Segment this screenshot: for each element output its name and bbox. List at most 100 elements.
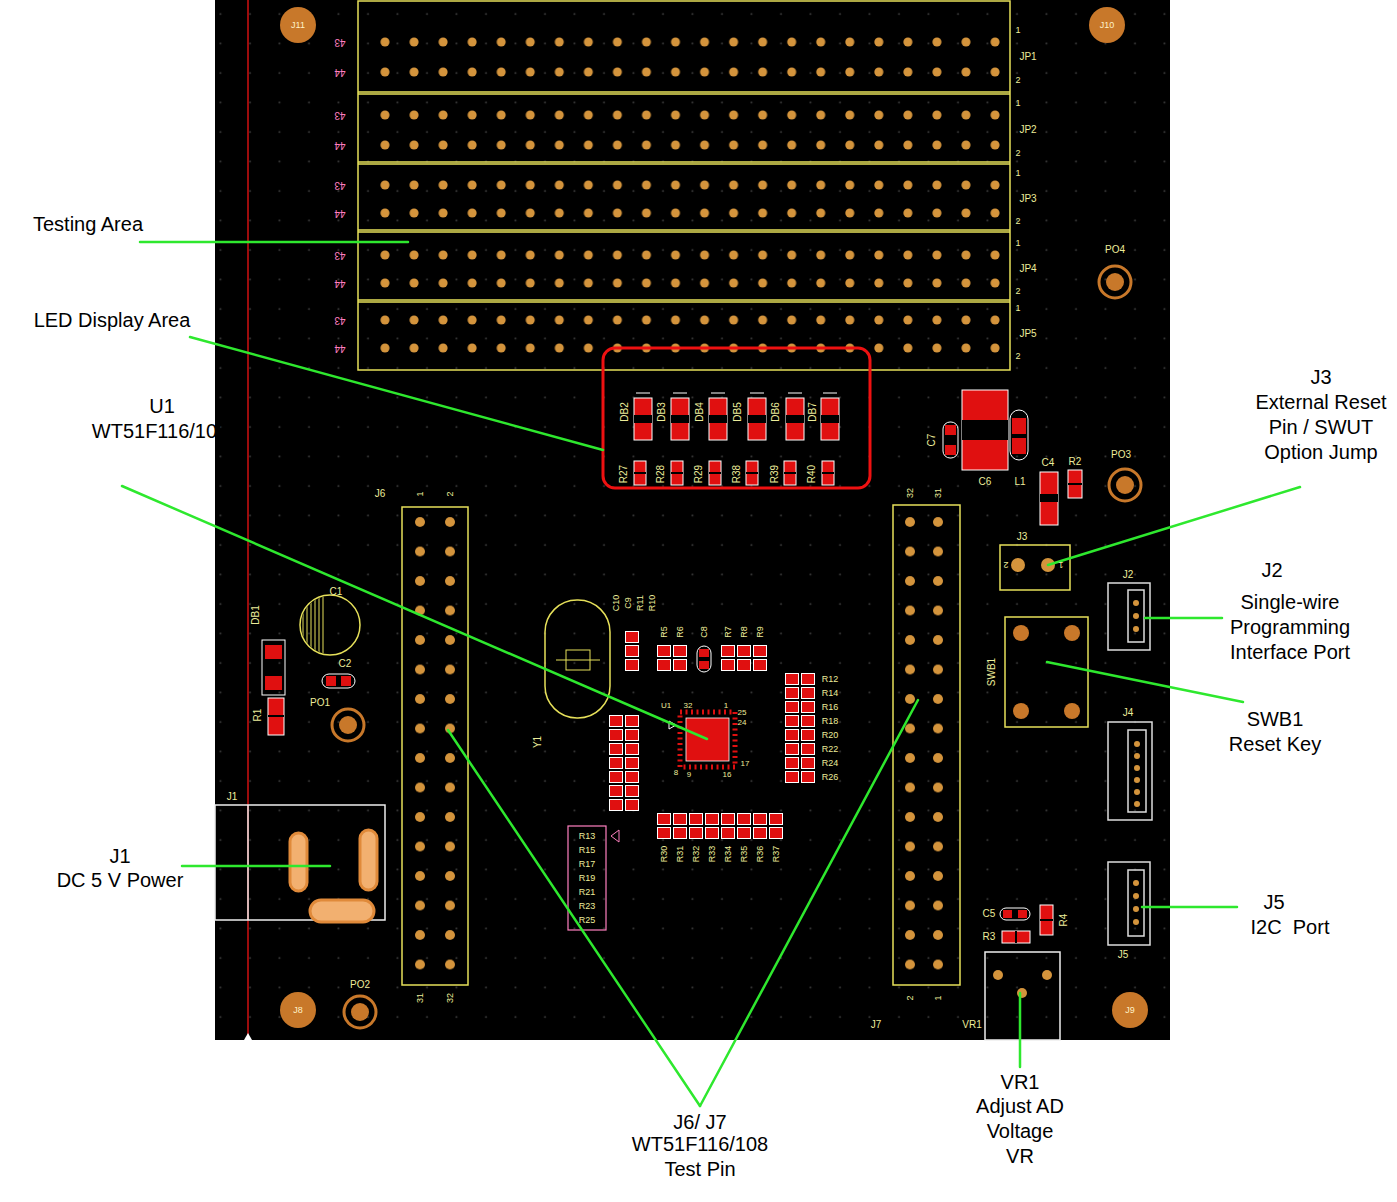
power-input-area-part bbox=[341, 676, 351, 686]
silkscreen-label: C5 bbox=[983, 908, 996, 920]
led-display-area-part bbox=[671, 472, 683, 474]
power-components-part bbox=[1068, 483, 1082, 485]
silkscreen-label: DB2 bbox=[619, 402, 631, 421]
silkscreen-label: R14 bbox=[822, 688, 839, 698]
silkscreen-label: R10 bbox=[647, 595, 657, 612]
callout-label: Adjust AD Voltage VR bbox=[970, 1094, 1070, 1169]
silkscreen-label: R20 bbox=[822, 730, 839, 740]
silkscreen-label: R38 bbox=[731, 465, 743, 483]
adc-components-part bbox=[1015, 931, 1017, 943]
silkscreen-label: R37 bbox=[771, 846, 781, 863]
silkscreen-label: JP2 bbox=[1019, 124, 1036, 136]
leader-line-part bbox=[1047, 662, 1243, 702]
silkscreen-label: J7 bbox=[871, 1019, 882, 1031]
test-pin-header-part bbox=[904, 507, 916, 979]
pcb-board bbox=[215, 0, 1170, 1040]
reset-switch-part bbox=[1005, 617, 1088, 727]
power-components-part bbox=[1012, 418, 1026, 434]
silkscreen-label: 1 bbox=[1015, 238, 1020, 248]
power-input-area-part bbox=[300, 595, 360, 655]
power-components-part bbox=[1012, 438, 1026, 454]
silkscreen-label: U1 bbox=[661, 701, 671, 710]
silkscreen-label: DB5 bbox=[732, 402, 744, 421]
silkscreen-label: C8 bbox=[699, 626, 709, 638]
power-input-area-part bbox=[268, 715, 284, 717]
silkscreen-label: 2 bbox=[1015, 216, 1020, 226]
connector-part bbox=[1108, 722, 1152, 820]
leader-line-part bbox=[1145, 617, 1222, 620]
testing-area-header-part bbox=[358, 1, 1010, 370]
test-point-part bbox=[1109, 469, 1141, 501]
silkscreen-label: 24 bbox=[738, 718, 747, 727]
silkscreen-label: PO4 bbox=[1105, 244, 1125, 256]
silkscreen-label: 31 bbox=[933, 488, 943, 498]
adc-components bbox=[985, 905, 1060, 1040]
power-input-area-part bbox=[265, 645, 282, 659]
mounting-hole bbox=[280, 7, 1148, 1028]
microcontroller-area-part bbox=[568, 826, 606, 930]
led-display-area-part bbox=[636, 393, 650, 394]
led-display-area-part bbox=[673, 393, 687, 394]
mounting-hole-part bbox=[1089, 7, 1125, 43]
silkscreen-label: C4 bbox=[1042, 457, 1055, 469]
callout-label: J5 bbox=[1263, 891, 1284, 914]
led-display-area-part bbox=[634, 472, 646, 474]
test-point-part bbox=[332, 709, 364, 741]
silkscreen-label: C1 bbox=[330, 586, 343, 598]
leader-line-part bbox=[122, 486, 707, 739]
header-pins bbox=[371, 36, 1010, 354]
power-input-area-part bbox=[262, 640, 285, 695]
callout-label: Single-wire Programming Interface Port bbox=[1210, 590, 1370, 665]
power-input-area-part bbox=[247, 805, 249, 920]
test-pin-header-part bbox=[414, 507, 426, 979]
adc-components-part bbox=[1017, 988, 1027, 998]
silkscreen-label: R1 bbox=[252, 709, 264, 722]
jumper-j3 bbox=[1000, 545, 1070, 590]
led-display-area-part bbox=[671, 415, 689, 423]
power-input-area-part-part bbox=[319, 590, 320, 660]
pcb-board-part bbox=[215, 0, 1170, 1040]
testing-area-header-part bbox=[358, 299, 1010, 301]
power-components-part bbox=[1068, 470, 1082, 498]
silkscreen-label: 1 bbox=[1015, 98, 1020, 108]
callout-label: VR1 bbox=[1001, 1071, 1040, 1094]
microcontroller-area-part bbox=[608, 714, 640, 812]
power-components-part bbox=[1040, 472, 1058, 525]
leader-line-part bbox=[1019, 993, 1022, 1067]
test-point-part bbox=[344, 996, 376, 1028]
silkscreen-label: R4 bbox=[1058, 914, 1070, 927]
silkscreen-label: L1 bbox=[1014, 476, 1025, 488]
microcontroller-area-part bbox=[656, 644, 688, 672]
power-input-area-part bbox=[310, 900, 374, 922]
led-display-area-part bbox=[786, 398, 804, 440]
silkscreen-label: J5 bbox=[1118, 949, 1129, 961]
microcontroller-area-part bbox=[699, 649, 709, 657]
test-point-part bbox=[339, 716, 357, 734]
silkscreen-label: C10 bbox=[611, 595, 621, 612]
silkscreen-label: J8 bbox=[293, 1005, 303, 1015]
silkscreen-label: R39 bbox=[769, 465, 781, 483]
adc-components-part bbox=[993, 970, 1003, 980]
silkscreen-label: J6 bbox=[375, 488, 386, 500]
silkscreen-label: VR1 bbox=[962, 1019, 981, 1031]
silkscreen-label: C7 bbox=[926, 434, 938, 447]
callout-label: Testing Area bbox=[33, 213, 143, 236]
power-components-part bbox=[962, 420, 1008, 440]
power-components-part bbox=[945, 425, 956, 435]
test-pin-header-part bbox=[893, 505, 960, 985]
led-display-area-part bbox=[671, 461, 683, 485]
microcontroller-area-part bbox=[656, 812, 784, 840]
callout-label: J3 bbox=[1310, 366, 1331, 389]
silkscreen-label: 44 bbox=[334, 277, 345, 289]
power-input-area-part bbox=[360, 830, 377, 890]
power-components-part bbox=[943, 422, 958, 458]
led-display-area-part bbox=[671, 398, 689, 440]
pcb-board-part bbox=[215, 0, 1170, 1040]
led-display-area-part bbox=[746, 472, 758, 474]
silkscreen-label: C9 bbox=[623, 597, 633, 609]
silkscreen-label: J11 bbox=[291, 20, 305, 30]
led-display-area-part bbox=[784, 472, 796, 474]
test-pin-header-part bbox=[932, 507, 944, 979]
silkscreen-label: R16 bbox=[822, 702, 839, 712]
